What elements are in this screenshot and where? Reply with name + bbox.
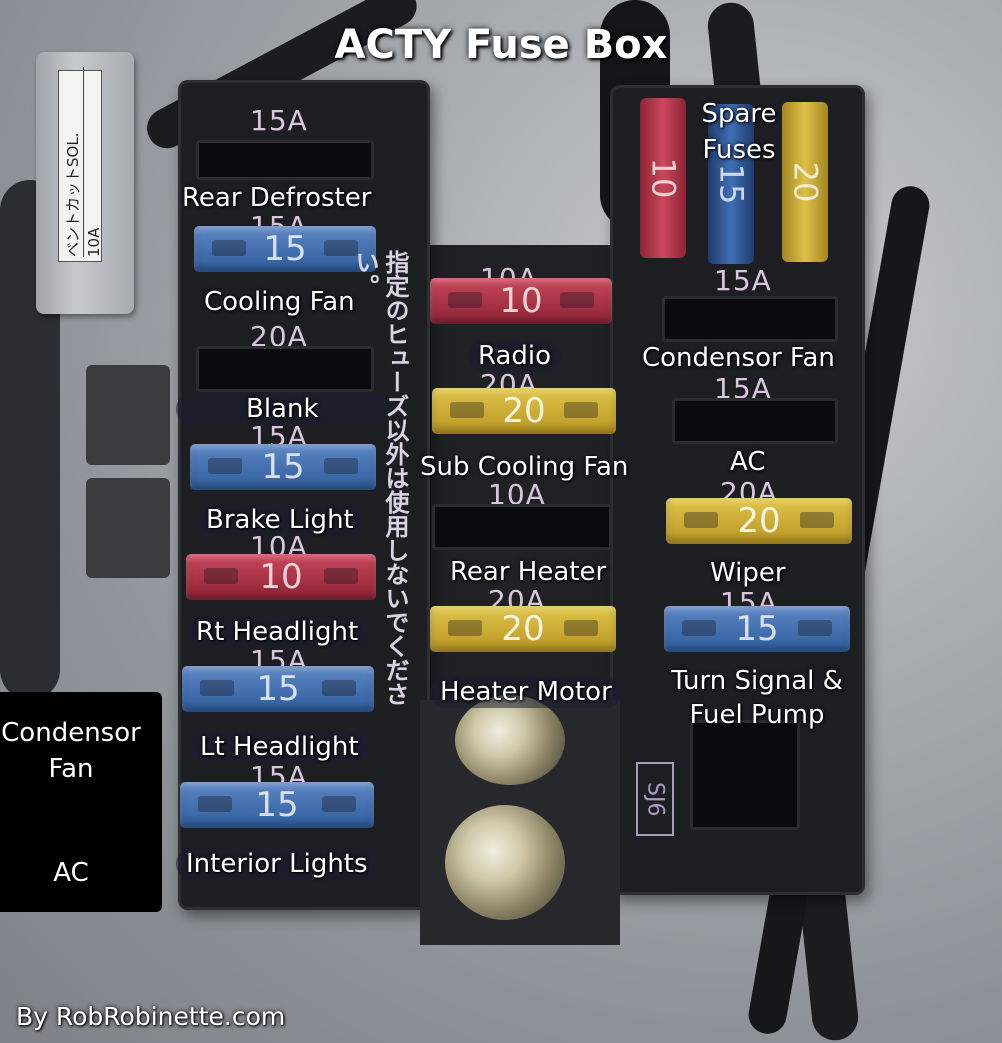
fuse: 15 [664,606,850,652]
fuse: 20 [432,388,616,434]
side-connector [86,365,170,465]
fuse-label-lt-headlight: Lt Headlight [190,731,369,763]
side-connector [86,478,170,578]
fuse: 10 [186,554,376,600]
inset-line-2: Fan [48,754,94,784]
empty-fuse-slot [432,504,612,550]
fuse-label-condensor-fan: Condensor Fan [642,343,835,373]
fuse: 20 [430,606,616,652]
fuse: 20 [666,498,852,544]
relay-label-rating: 10A [85,227,103,257]
fuse-warning-text: 指定のヒューズ以外は使用しないでください。 [351,250,409,706]
fuse-label-wiper: Wiper [710,558,786,588]
fuse-label-radio: Radio [468,340,562,372]
fuse-box-left-section [178,80,430,910]
empty-fuse-slot [662,296,838,342]
credit-text: By RobRobinette.com [16,1002,286,1031]
fuse: 15 [180,782,374,828]
page-title: ACTY Fuse Box [334,22,668,68]
fuse-label-brake-light: Brake Light [196,504,364,536]
fuse-rating: 15A [250,104,308,137]
battery-terminal-bottom [445,805,565,920]
fuse-label-heater-motor: Heater Motor [430,676,622,708]
fuse-label-cooling-fan: Cooling Fan [204,287,355,317]
fuse: 15 [182,666,374,712]
relay-label-name: ベントカットSOL. [63,67,84,257]
fuse-label-sub-cooling-fan: Sub Cooling Fan [420,452,629,482]
fuse: 15 [190,444,376,490]
inset-line-3: AC [53,858,89,888]
fuse-label-turn-signal-fuel-pump: Turn Signal & Fuel Pump [671,666,843,730]
fuse-rating: 15A [714,264,772,297]
spare-fuses-label: Spare Fuses [701,99,777,165]
relay-sticker: ベントカットSOL. 10A [58,67,103,262]
condensor-fan-ac-inset: Condensor Fan AC [0,692,162,912]
empty-fuse-slot [196,346,374,392]
empty-fuse-slot [196,140,374,180]
fuse-label-rear-defroster: Rear Defroster [182,183,372,213]
battery-terminal-top [455,695,565,785]
inset-line-1: Condensor [1,718,141,748]
fuse-label-blank: Blank [176,393,389,425]
fuse-label-rt-headlight: Rt Headlight [186,616,369,648]
empty-fuse-slot [672,398,838,444]
empty-fuse-slot [690,720,800,830]
fuse: 15 [194,226,376,272]
spare-fuse: 20 [782,102,828,262]
vent-cut-solenoid-relay: ベントカットSOL. 10A [36,52,134,314]
fuse-label-rear-heater: Rear Heater [450,557,607,587]
fuse-label-ac: AC [730,447,766,477]
fuse-label-interior-lights: Interior Lights [176,848,378,880]
module-code: SJ6 [636,762,674,836]
spare-fuse: 15 [708,104,754,264]
fuse: 10 [430,278,612,324]
spare-fuse: 10 [640,98,686,258]
